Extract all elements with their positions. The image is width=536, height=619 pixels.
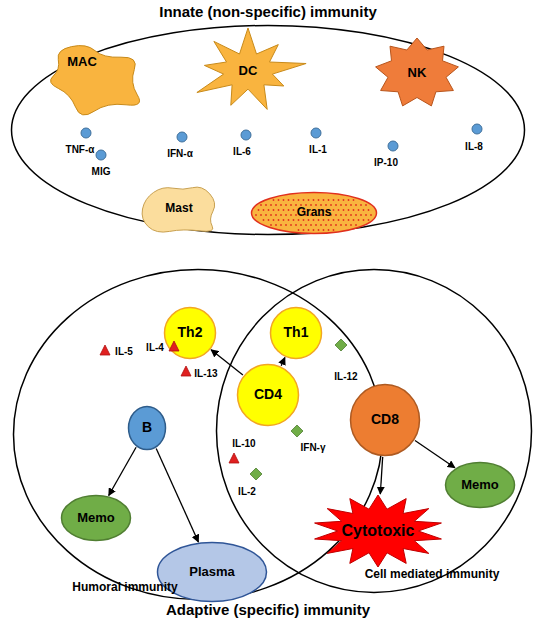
cytokine-triangle bbox=[181, 366, 191, 376]
cell-mediated-circle: Cell mediated immunity Th1CD8Cytotoxic Mem… bbox=[215, 268, 533, 594]
cytokine-diamond bbox=[335, 339, 347, 351]
cytokine-label: IL-13 bbox=[194, 368, 217, 379]
node-label: Cytotoxic bbox=[342, 522, 415, 540]
cytokine-label: IFN-γ bbox=[301, 442, 326, 453]
humoral-circle: Humoral immunity Th2B MemoPlasma bbox=[12, 268, 384, 601]
cytokine-label: IL-6 bbox=[233, 146, 251, 157]
th1-cell: Th1 bbox=[269, 306, 323, 360]
memory-cell-shape bbox=[446, 463, 515, 508]
macrophage-cell: MAC bbox=[44, 40, 146, 122]
cytotoxic-cell: Cytotoxic bbox=[312, 494, 444, 568]
cytokine-diamond bbox=[291, 425, 303, 437]
b-cell-shape bbox=[129, 407, 166, 450]
node-label: Th2 bbox=[178, 325, 203, 340]
cytokine-label: IL-12 bbox=[334, 371, 357, 382]
cytokine-label: IL-1 bbox=[309, 144, 327, 155]
cytokine-label: IL-10 bbox=[232, 438, 255, 449]
arrow-connector bbox=[156, 448, 198, 542]
cytokine-label: MIG bbox=[92, 166, 111, 177]
cytokine-triangle bbox=[229, 453, 239, 463]
th2-cell: Th2 bbox=[163, 306, 217, 360]
node-label: Plasma bbox=[189, 565, 235, 579]
cytokine-dot bbox=[81, 128, 91, 138]
macrophage-cell-shape bbox=[51, 46, 140, 115]
cytokine-dot bbox=[311, 128, 321, 138]
node-label: DC bbox=[239, 64, 258, 78]
cytotoxic-cell-shape bbox=[315, 495, 442, 567]
th1-cell-shape bbox=[271, 308, 322, 359]
node-label: Th1 bbox=[284, 325, 309, 340]
cd8-cell-shape bbox=[351, 385, 420, 456]
b-cell: B bbox=[127, 405, 167, 451]
node-label: Memo bbox=[461, 478, 499, 492]
mast-cell-shape bbox=[142, 187, 215, 232]
cd4-cell-shape bbox=[238, 365, 299, 426]
granule-dots bbox=[255, 199, 372, 231]
cytokine-dot bbox=[177, 132, 187, 142]
node-label: Grans bbox=[297, 206, 332, 219]
mast-cell: Mast bbox=[138, 183, 220, 235]
cytokine-triangles bbox=[100, 341, 239, 463]
cytokine-dot bbox=[472, 124, 482, 134]
arrow-connector bbox=[380, 457, 382, 494]
dendritic-cell-shape bbox=[197, 28, 306, 109]
node-label: Innate (non-specific) immunity bbox=[159, 4, 377, 21]
cytokine-dot bbox=[241, 130, 251, 140]
arrow-connector bbox=[415, 441, 455, 468]
cytokine-diamond bbox=[250, 468, 262, 480]
cytokine-dot bbox=[96, 150, 106, 160]
th2-cell-shape bbox=[165, 308, 216, 359]
cytokine-dot bbox=[388, 141, 398, 151]
cd4-cell: CD4 bbox=[236, 363, 300, 427]
innate-ellipse-shape bbox=[12, 26, 525, 235]
node-label: MAC bbox=[67, 55, 97, 69]
memory-cell: Memo bbox=[444, 461, 516, 509]
arrow-connector bbox=[109, 447, 136, 495]
granulocyte-cell-shape bbox=[252, 193, 377, 234]
node-label: Cell mediated immunity bbox=[365, 568, 500, 581]
node-label: Mast bbox=[165, 202, 192, 215]
memory-cell-shape bbox=[62, 496, 131, 541]
cytokine-label: IL-8 bbox=[465, 141, 483, 152]
granulocyte-cell: Grans bbox=[250, 191, 378, 235]
node-label: CD4 bbox=[254, 387, 282, 402]
cytokine-label: IL-2 bbox=[238, 486, 256, 497]
dendritic-cell: DC bbox=[188, 27, 308, 115]
cytokine-label: IP-10 bbox=[374, 157, 398, 168]
cd8-cell: CD8 bbox=[349, 383, 421, 457]
cytokine-label: IL-4 bbox=[146, 342, 164, 353]
arrow-connector bbox=[281, 358, 285, 366]
nk-cell: NK bbox=[374, 37, 460, 109]
section-heading: Adaptive (specific) immunity bbox=[166, 602, 370, 619]
node-label: B bbox=[142, 420, 152, 435]
cell-mediated-circle-shape bbox=[217, 270, 532, 593]
node-label: Humoral immunity bbox=[72, 581, 177, 594]
nk-cell-shape bbox=[376, 38, 459, 106]
node-label: NK bbox=[408, 66, 427, 80]
memory-cell: Memo bbox=[60, 494, 132, 542]
cytokine-label: IFN-α bbox=[167, 148, 193, 159]
plasma-cell-shape bbox=[158, 543, 267, 602]
cytokine-label: IL-5 bbox=[115, 346, 133, 357]
macrophage-cell-outline bbox=[44, 40, 146, 122]
cytokine-triangle bbox=[100, 345, 110, 355]
node-label: CD8 bbox=[371, 412, 399, 427]
cytokine-label: TNF-α bbox=[66, 144, 95, 155]
node-label: Memo bbox=[77, 511, 115, 525]
